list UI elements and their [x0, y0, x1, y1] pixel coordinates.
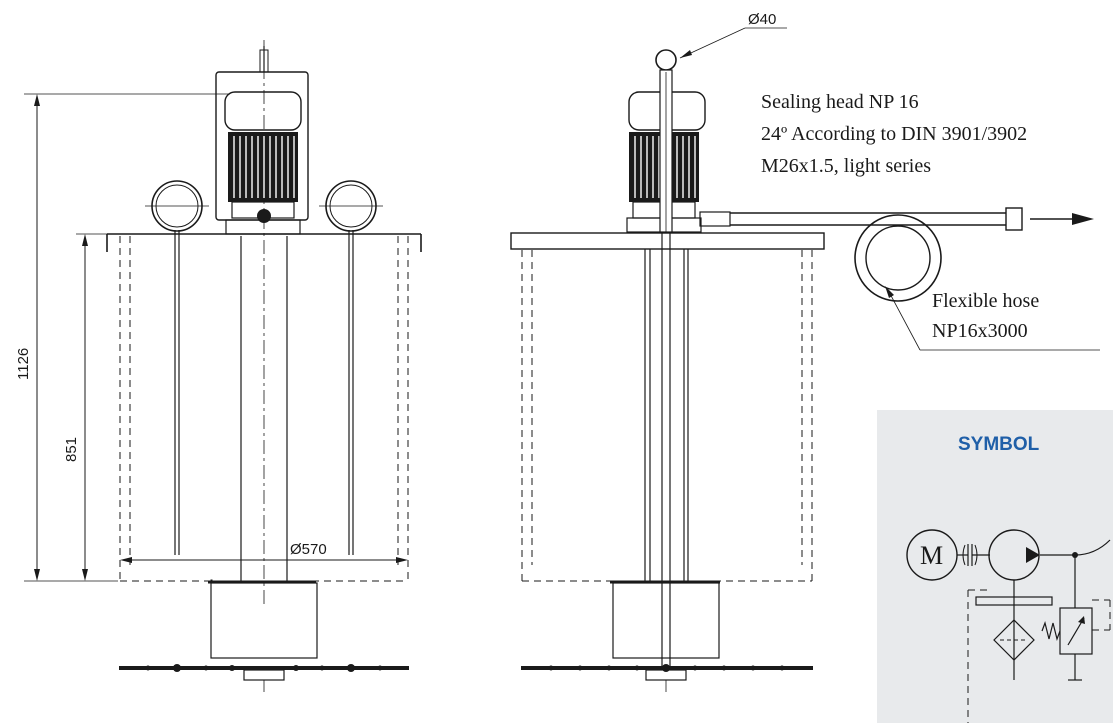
hose-coil [854, 214, 942, 302]
tank-diameter-dimension: Ø570 [120, 541, 408, 563]
sealing-head-line3: M26x1.5, light series [761, 155, 931, 177]
overall-height-dimension: 1126 [15, 93, 230, 582]
symbol-panel: SYMBOL M [877, 410, 1113, 723]
hose-callout [885, 286, 1100, 351]
base-bar [119, 664, 409, 692]
hose-line2: NP16x3000 [932, 320, 1028, 342]
motor-letter: M [920, 541, 943, 570]
symbol-panel-background [877, 410, 1113, 723]
base-bar-side [521, 664, 813, 692]
symbol-title: SYMBOL [958, 434, 1040, 455]
front-view: 1126 851 [15, 40, 422, 692]
handle-ring [655, 49, 677, 71]
side-rods [174, 230, 354, 555]
motor-side [626, 69, 706, 233]
handle-diameter-label: Ø40 [748, 11, 776, 28]
motor [215, 46, 309, 235]
outlet-hose-connection [699, 207, 1094, 231]
suction-tube [240, 40, 288, 605]
pump-housing [208, 579, 318, 659]
pump-symbol [988, 529, 1111, 680]
sealing-head-line2: 24º According to DIN 3901/3902 [761, 123, 1027, 145]
sealing-head-line1: Sealing head NP 16 [761, 91, 919, 113]
overall-height-label: 1126 [15, 348, 32, 380]
tank-height-label: 851 [63, 437, 80, 462]
suction-tubes-side [644, 232, 689, 668]
pilot-lines [967, 589, 1111, 723]
tank-symbol [975, 596, 1053, 606]
tank-diameter-label: Ø570 [290, 541, 327, 558]
side-view: Ø40 [510, 11, 1100, 692]
sealing-head-note: Sealing head NP 16 24º According to DIN … [761, 91, 1027, 177]
tank-outline-side [521, 250, 813, 582]
relief-valve-symbol [1041, 607, 1093, 681]
hose-note: Flexible hose NP16x3000 [932, 290, 1039, 342]
hose-line1: Flexible hose [932, 290, 1039, 312]
lifting-rings [145, 180, 383, 232]
tank-lid-side [510, 232, 825, 250]
handle-diameter-callout: Ø40 [679, 11, 787, 59]
coupling-symbol [957, 544, 990, 566]
pump-housing-side [610, 580, 720, 659]
tank-height-dimension: 851 [63, 233, 108, 581]
filter-symbol [993, 619, 1035, 661]
